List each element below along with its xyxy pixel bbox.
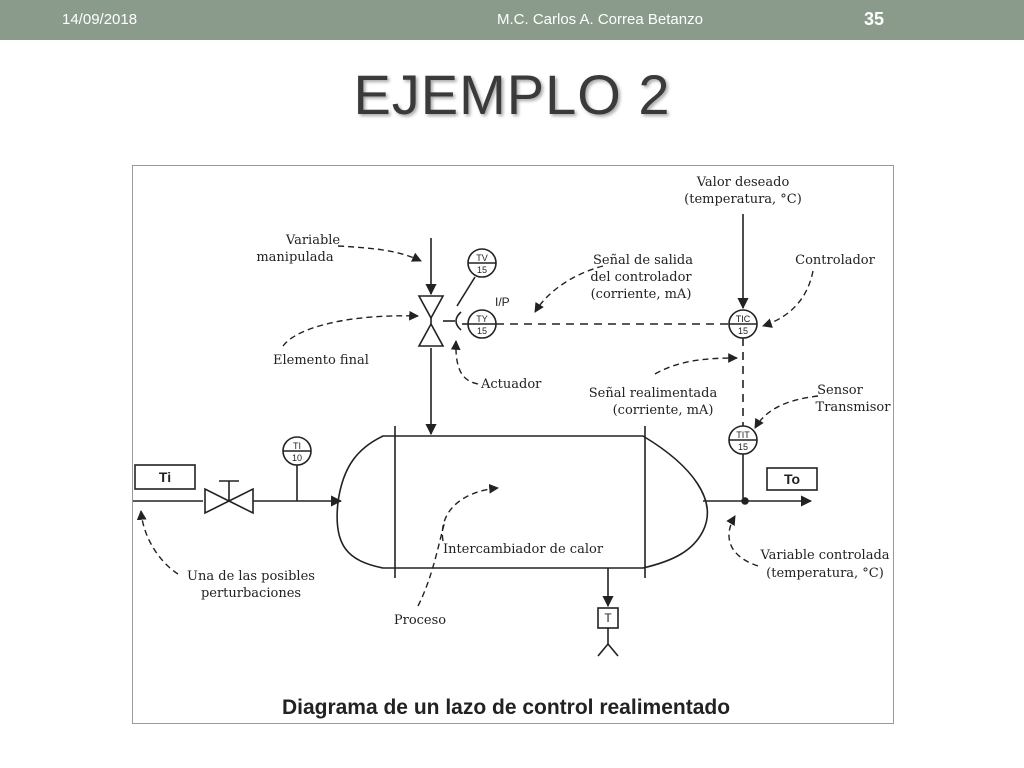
label-actuador: Actuador [480,377,542,392]
header-bar: 14/09/2018 M.C. Carlos A. Correa Betanzo… [0,0,1024,40]
label-variable: Variable [285,233,341,248]
pointer-proceso [417,520,446,607]
tic-number: 15 [738,326,748,336]
label-manipulada: manipulada [256,250,334,265]
label-elemento-final: Elemento final [273,353,369,368]
pointer-controlador [762,270,814,328]
pointer-senal-realimentada [654,353,738,375]
label-sensor: Sensor [817,383,863,398]
label-valor-deseado: Valor deseado [696,175,790,190]
ty-tag: TY [476,314,488,324]
pointer-variable-manipulada [337,245,422,262]
label-proceso: Proceso [394,613,446,628]
tv-number: 15 [477,265,487,275]
pointer-perturbaciones [136,510,179,575]
label-variable-controlada: Variable controlada [759,548,889,563]
pointer-senal-salida [534,265,604,313]
trap-label: T [604,611,612,625]
diagram-caption: Diagrama de un lazo de control realiment… [282,696,730,719]
label-variable-controlada-unit: (temperatura, °C) [766,566,884,581]
diagram-frame: TV 15 TY 15 TIC 15 TIT 15 TI 10 Valor de… [132,165,894,724]
label-corriente-ma: (corriente, mA) [591,287,692,302]
label-intercambiador: Intercambiador de calor [443,542,604,557]
ti-number: 10 [292,453,302,463]
label-ip: I/P [495,295,510,309]
slide-title: EJEMPLO 2 [353,63,671,126]
slide-author: M.C. Carlos A. Correa Betanzo [497,11,703,28]
label-controlador: Controlador [795,253,875,268]
heat-exchanger-vessel [336,435,709,569]
label-transmisor: Transmisor [816,400,892,415]
pointer-intercambiador [441,483,499,542]
ti-box-text: Ti [159,469,171,485]
tit-tag: TIT [736,430,750,440]
label-perturbaciones: perturbaciones [201,586,301,601]
slide-number: 35 [864,9,885,29]
tv-tag: TV [476,253,488,263]
label-senal-realimentada: Señal realimentada [589,386,718,401]
tit-number: 15 [738,442,748,452]
ti-box [134,464,196,490]
pointer-actuador [450,340,479,385]
actuator-body [455,311,462,331]
tic-tag: TIC [736,314,751,324]
label-posibles: Una de las posibles [187,569,315,584]
pointer-variable-controlada [726,515,759,567]
slide-date: 14/09/2018 [62,11,138,28]
outlet-node [741,497,749,505]
pointer-sensor [754,395,819,429]
label-corriente-ma-2: (corriente, mA) [613,403,714,418]
ti-tag: TI [293,441,301,451]
pointer-elemento-final [282,310,419,347]
label-senal-salida: Señal de salida [593,253,693,268]
ty-number: 15 [477,326,487,336]
label-del-controlador: del controlador [590,270,692,285]
manual-valve [204,487,254,515]
control-loop-diagram: TV 15 TY 15 TIC 15 TIT 15 TI 10 Valor de… [133,175,892,719]
label-valor-deseado-unit: (temperatura, °C) [684,192,802,207]
control-valve [417,295,445,347]
to-box-text: To [784,471,800,487]
to-box [766,467,818,491]
